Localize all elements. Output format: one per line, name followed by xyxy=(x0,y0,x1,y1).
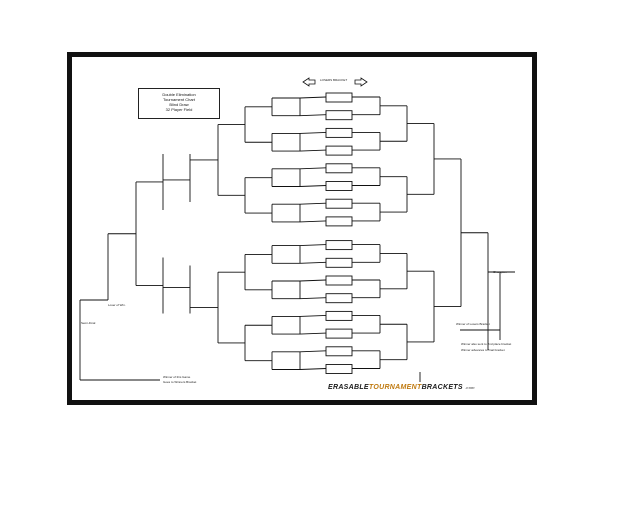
winner-of-losers-label: Winner of Losers Bracket xyxy=(456,322,490,326)
logo-word-2: TOURNAMENT xyxy=(368,384,422,391)
match-box xyxy=(325,328,353,339)
arrow-label: LOSERS BRACKET xyxy=(320,78,348,82)
note-line-2: Winner advances to final bracket xyxy=(461,348,505,352)
match-box xyxy=(325,181,353,191)
bracket-line xyxy=(299,261,327,264)
winner-bottom-2: Goes to Winners Bracket xyxy=(163,380,197,384)
bracket-line xyxy=(299,350,327,353)
match-box xyxy=(325,257,353,268)
right-arrow-icon xyxy=(354,77,368,87)
match-box xyxy=(325,240,353,251)
match-box xyxy=(325,364,353,374)
logo-domain: .com xyxy=(464,385,475,390)
bracket-line xyxy=(299,279,327,282)
bracket-line xyxy=(299,202,327,205)
bracket-frame xyxy=(67,52,537,405)
bracket-line xyxy=(299,131,327,134)
match-box xyxy=(325,293,353,304)
logo-word-1: ERASABLE xyxy=(328,384,369,391)
bracket-line xyxy=(299,244,327,247)
title-box: Double Elimination Tournament Chart Blin… xyxy=(138,88,220,119)
title-line-2: Tournament Chart xyxy=(162,97,195,102)
logo-word-3: BRACKETS xyxy=(421,384,463,391)
footer-logo: ERASABLETOURNAMENTBRACKETS.com xyxy=(328,384,475,391)
match-box xyxy=(325,216,353,227)
title-line-3: Blind Draw xyxy=(169,102,189,107)
match-box xyxy=(325,145,353,156)
match-box xyxy=(325,163,353,174)
match-box xyxy=(325,92,353,103)
match-box xyxy=(325,346,353,357)
match-box xyxy=(325,275,353,286)
bracket-line xyxy=(299,185,327,187)
title-line-4: 32 Player Field xyxy=(165,107,193,112)
match-box xyxy=(325,110,353,121)
match-box xyxy=(325,198,353,209)
note-line-1: Winner also sent to 2nd place bracket xyxy=(461,342,512,346)
loser-of-winner-label: Loser of Win. xyxy=(108,303,126,307)
winner-bottom-1: Winner of this Game xyxy=(163,375,191,379)
bracket-line xyxy=(299,297,327,300)
bracket-line xyxy=(299,149,327,152)
match-box xyxy=(325,127,353,138)
bracket-line xyxy=(299,96,327,99)
champion-label: Champion xyxy=(493,270,507,274)
bracket-line xyxy=(299,332,327,335)
semi-final-label: Semi-Final xyxy=(81,321,96,325)
bracket-line xyxy=(299,368,327,370)
left-arrow-icon xyxy=(302,77,316,87)
bracket-line xyxy=(299,167,327,170)
match-box xyxy=(325,310,353,321)
bracket-line xyxy=(299,314,327,317)
title-line-1: Double Elimination xyxy=(162,92,196,97)
bracket-line xyxy=(299,114,327,117)
bracket-line xyxy=(299,220,327,223)
